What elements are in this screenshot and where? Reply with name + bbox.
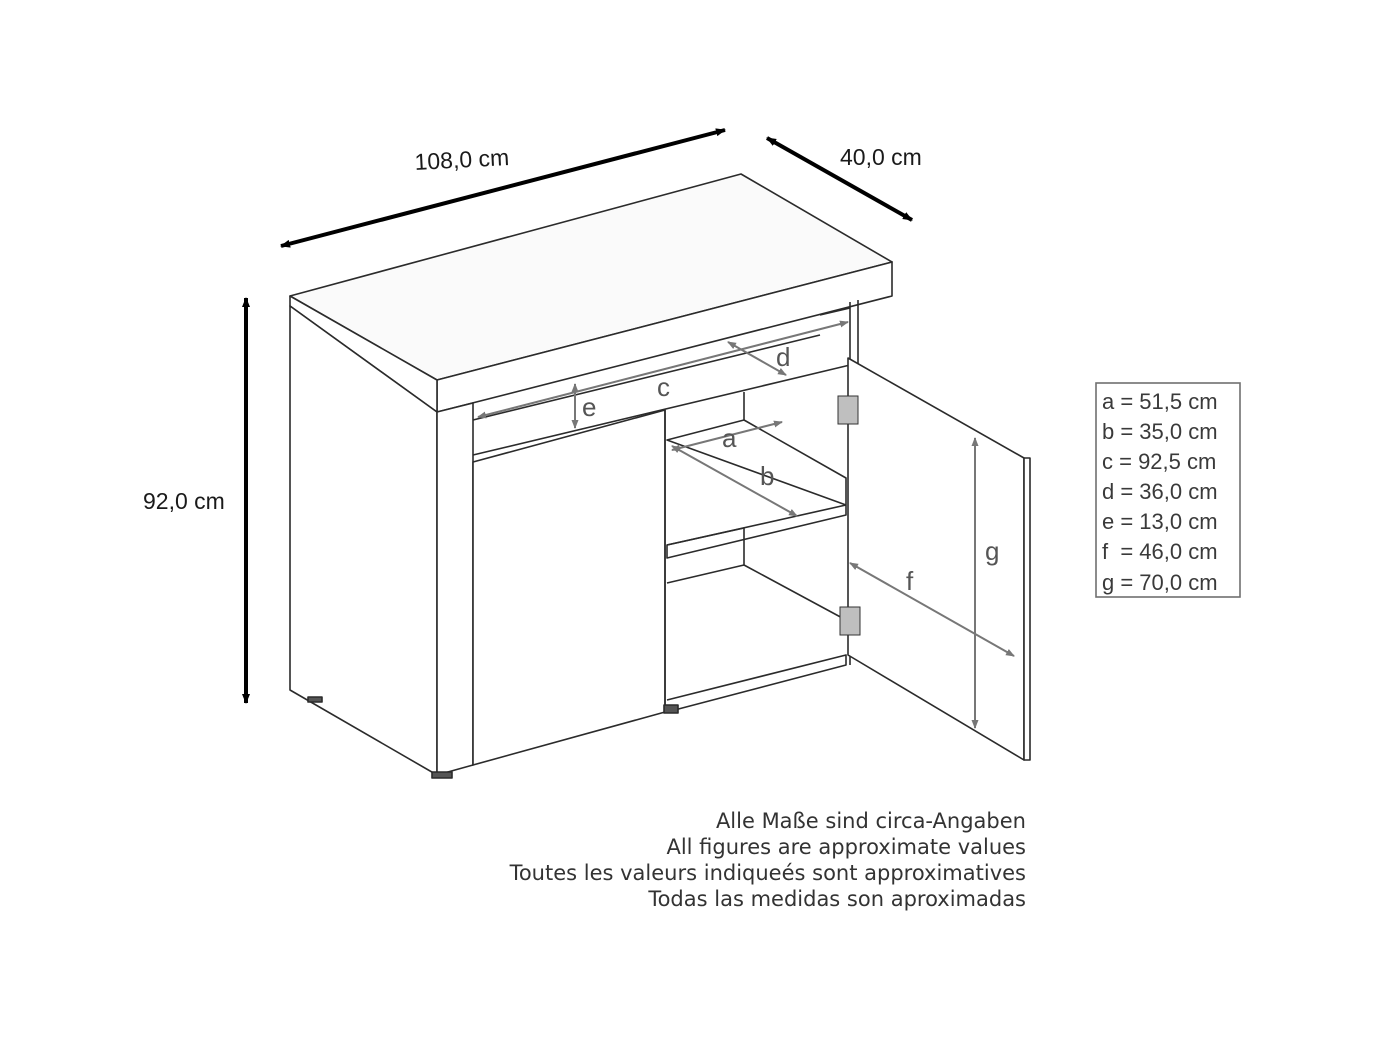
note-spanish: Todas las medidas son aproximadas: [648, 887, 1026, 911]
letter-e: e: [582, 392, 596, 422]
legend-item-g: g = 70,0 cm: [1102, 570, 1218, 595]
letter-c: c: [657, 372, 670, 402]
legend-item-f: f = 46,0 cm: [1102, 539, 1218, 564]
left-front-upright: [436, 402, 474, 776]
width-label: 108,0 cm: [414, 144, 510, 175]
dim-b-arrow: [671, 445, 798, 517]
depth-arrow: [766, 136, 913, 222]
note-german: Alle Maße sind circa-Angaben: [715, 809, 1026, 833]
legend-item-c: c = 92,5 cm: [1102, 449, 1216, 474]
dim-f-arrow: [849, 562, 1015, 657]
hinge-bottom: [839, 606, 861, 636]
dim-c-arrow: [477, 320, 849, 419]
legend-item-a: a = 51,5 cm: [1102, 389, 1218, 414]
foot-left-front: [431, 771, 453, 779]
foot-center: [663, 704, 679, 714]
inner-dimensions: [477, 320, 1015, 729]
letter-f: f: [906, 566, 914, 596]
width-arrow: [280, 128, 726, 248]
approximate-values-note: Alle Maße sind circa-Angaben All figures…: [510, 808, 1026, 912]
note-english: All figures are approximate values: [666, 835, 1026, 859]
left-door: [472, 409, 666, 766]
outer-dimensions: [242, 128, 913, 704]
letter-d: d: [776, 342, 790, 372]
sideboard-body: [289, 173, 1031, 779]
height-label: 92,0 cm: [143, 488, 225, 514]
letter-a: a: [722, 423, 737, 453]
bottom-board: [666, 654, 847, 713]
note-french: Toutes les valeurs indiqueés sont approx…: [509, 861, 1026, 885]
letter-b: b: [760, 461, 774, 491]
dim-a-arrow: [671, 420, 783, 452]
dim-d-arrow: [727, 341, 787, 376]
depth-label: 40,0 cm: [840, 144, 922, 170]
middle-shelf: [666, 419, 847, 559]
letter-g: g: [985, 536, 999, 566]
legend-item-e: e = 13,0 cm: [1102, 509, 1218, 534]
legend-item-d: d = 36,0 cm: [1102, 479, 1218, 504]
foot-left-back: [307, 696, 323, 703]
hinge-top: [837, 395, 859, 425]
legend-box: a = 51,5 cm b = 35,0 cm c = 92,5 cm d = …: [1095, 382, 1241, 598]
legend-item-b: b = 35,0 cm: [1102, 419, 1218, 444]
